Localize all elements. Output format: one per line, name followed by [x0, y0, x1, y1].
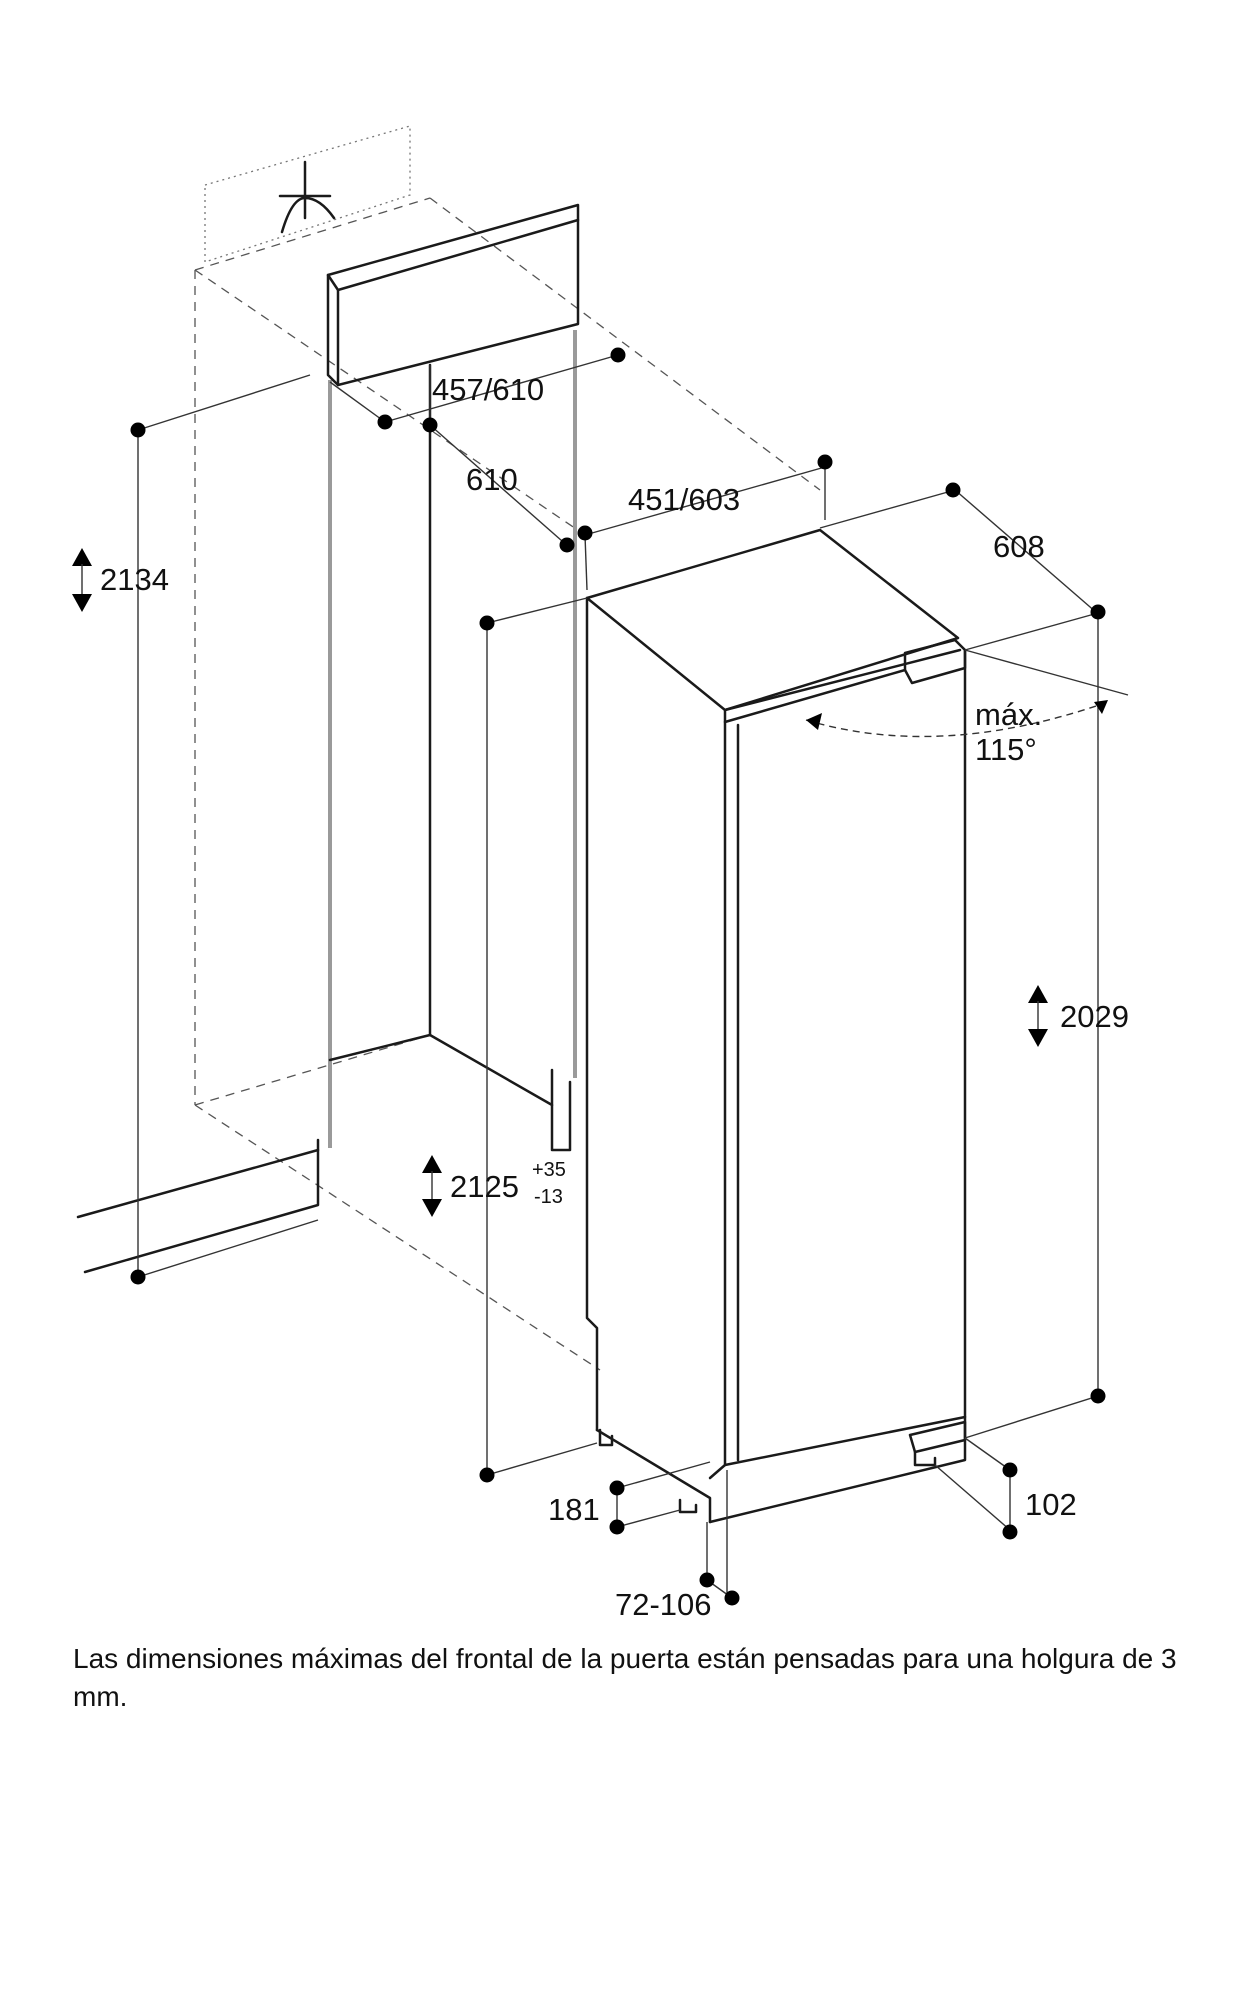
double-arrow-icon-2134	[72, 548, 92, 612]
label-door-angle: máx.	[975, 697, 1042, 732]
dimension-lines	[137, 354, 1129, 1599]
label-appliance-depth: 608	[993, 529, 1045, 564]
label-plinth-height: 72-106	[615, 1587, 712, 1622]
niche-outline	[76, 125, 821, 1371]
label-foot-height: 102	[1025, 1487, 1077, 1522]
dimension-dots	[130, 347, 1106, 1606]
double-arrow-icon-2125	[422, 1155, 442, 1217]
label-appliance-width: 451/603	[628, 482, 740, 517]
label-plinth-depth: 181	[548, 1492, 600, 1527]
appliance-body	[585, 528, 967, 1524]
height-arrows	[72, 548, 1108, 1217]
label-tolerance-minus: -13	[534, 1186, 563, 1208]
label-appliance-height: 2029	[1060, 999, 1129, 1034]
arc-arrow-icon-left	[806, 713, 822, 730]
label-niche-depth: 610	[466, 462, 518, 497]
label-tolerance-plus: +35	[532, 1159, 566, 1181]
caption-text: Las dimensiones máximas del frontal de l…	[73, 1643, 1177, 1712]
label-niche-height: 2134	[100, 562, 169, 597]
label-panel-width: 457/610	[432, 372, 544, 407]
label-door-angle-value: 115°	[975, 732, 1037, 767]
double-arrow-icon-2029	[1028, 985, 1048, 1047]
arc-arrow-icon-right	[1094, 700, 1108, 714]
label-niche-height-install: 2125	[450, 1169, 519, 1204]
